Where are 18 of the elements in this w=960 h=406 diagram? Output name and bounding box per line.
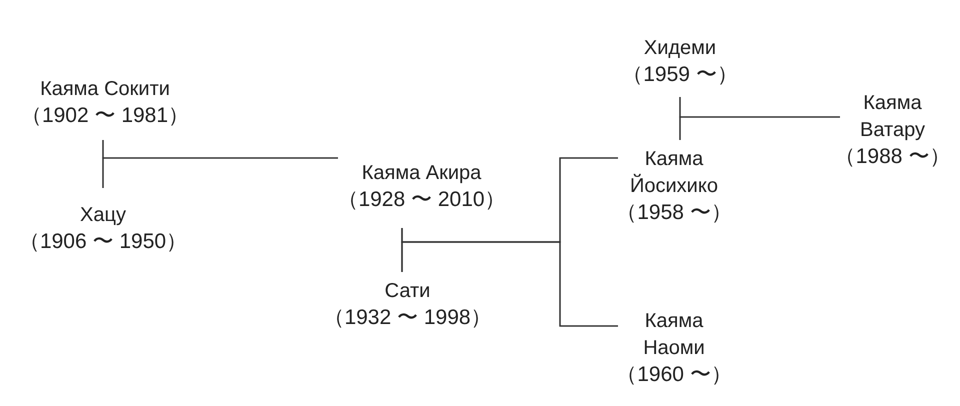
life-dates: （1928 〜 2010）	[337, 187, 506, 213]
life-dates: （1932 〜 1998）	[323, 305, 492, 331]
life-dates: （1988 〜）	[834, 144, 950, 170]
life-dates: （1959 〜）	[622, 62, 738, 88]
family-line	[679, 116, 840, 140]
life-dates: （1958 〜）	[616, 200, 732, 226]
family-line	[102, 157, 338, 188]
person-name: Каяма Сокити	[40, 77, 170, 102]
person-name: Каяма Йосихико	[629, 147, 719, 199]
life-dates: （1902 〜 1981）	[20, 103, 190, 129]
person-name: Каяма Ватару	[859, 91, 926, 143]
person-name: Каяма Наоми	[642, 309, 706, 361]
person-name: Хидеми	[644, 36, 716, 61]
person-name: Каяма Акира	[362, 161, 482, 186]
life-dates: （1906 〜 1950）	[18, 229, 188, 255]
person-name: Сати	[384, 279, 430, 304]
life-dates: （1960 〜）	[616, 362, 732, 388]
person-name: Хацу	[80, 203, 126, 228]
